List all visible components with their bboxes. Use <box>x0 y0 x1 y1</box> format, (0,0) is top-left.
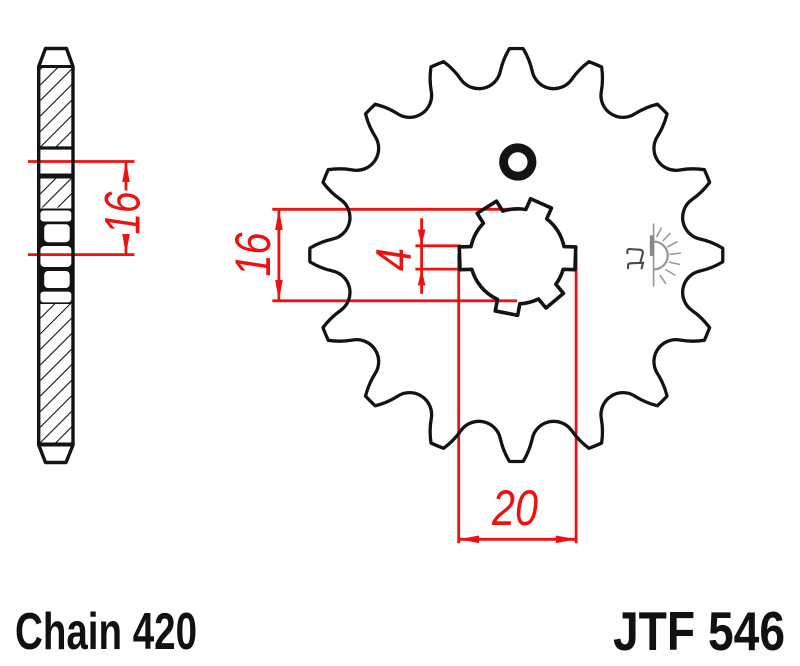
svg-text:20: 20 <box>491 480 538 536</box>
svg-text:4: 4 <box>366 248 422 271</box>
svg-text:Chain 420: Chain 420 <box>15 603 197 661</box>
svg-text:16: 16 <box>95 191 151 234</box>
svg-text:JTF 546: JTF 546 <box>613 600 785 662</box>
svg-text:16: 16 <box>225 232 281 276</box>
